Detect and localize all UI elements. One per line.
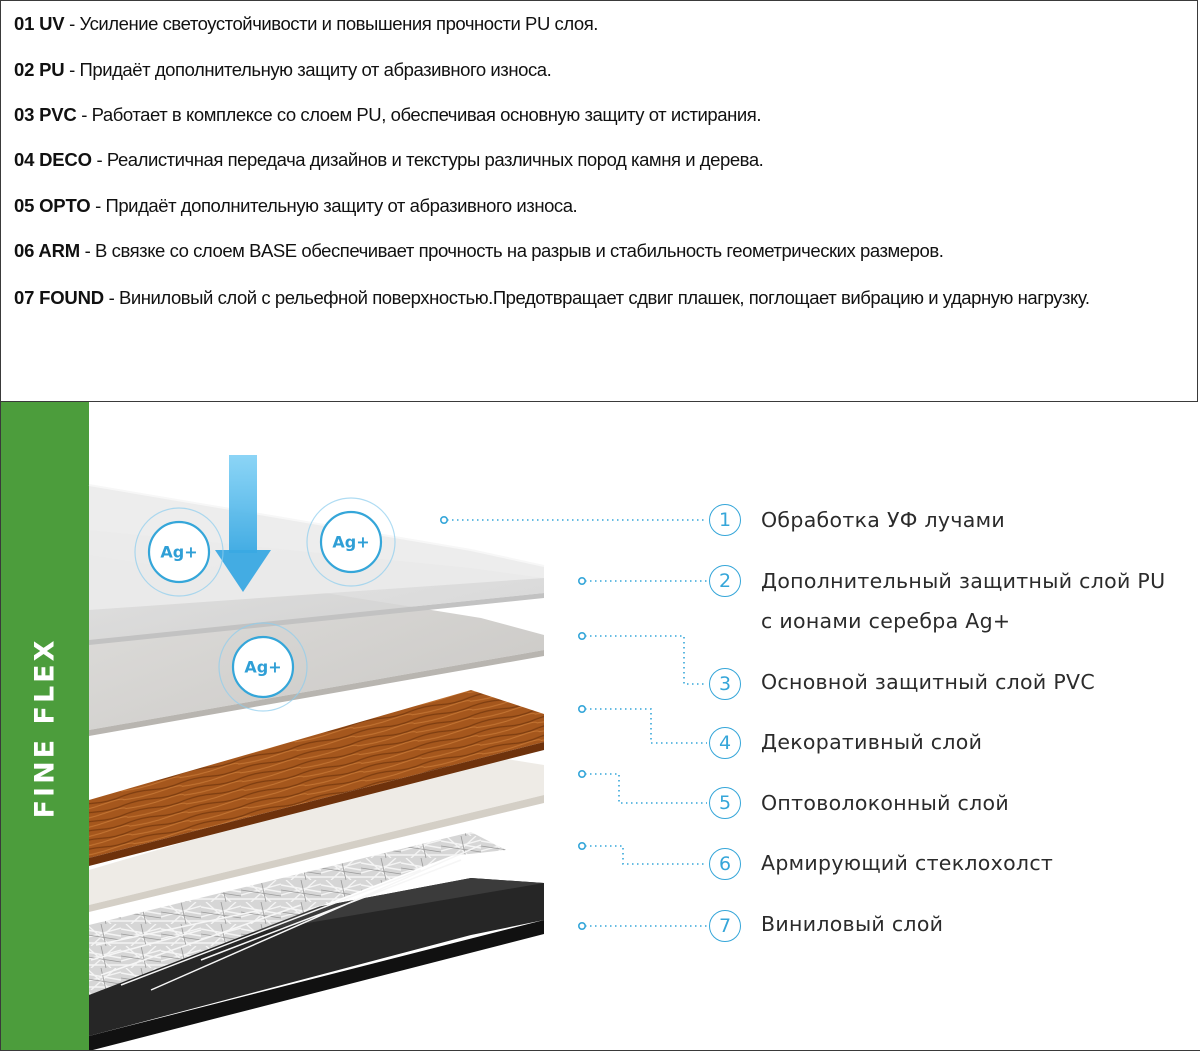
fiberglass-layer bbox=[89, 832, 506, 995]
vinyl-layer bbox=[89, 878, 544, 1036]
layer-code: 03 PVC bbox=[14, 104, 77, 125]
layer-description: - Усиление светоустойчивости и повышения… bbox=[64, 13, 598, 34]
callout-label: Основной защитный слой PVC bbox=[761, 670, 1095, 694]
silver-ion-icon bbox=[134, 507, 224, 597]
silver-ion-icon bbox=[306, 497, 396, 587]
description-line-opto: 05 OPTO - Придаёт дополнительную защиту … bbox=[14, 195, 578, 217]
callout-number: 3 bbox=[709, 668, 741, 700]
layer-structure-diagram: FINE FLEX Ag+ Ag+ Ag+ 1 2 3 4 5 6 7 Обра… bbox=[0, 402, 1200, 1051]
layer-description: - Придаёт дополнительную защиту от абраз… bbox=[64, 59, 552, 80]
callout-label-line2: с ионами серебра Ag+ bbox=[761, 609, 1011, 633]
callout-label: Обработка УФ лучами bbox=[761, 508, 1005, 532]
description-line-uv: 01 UV - Усиление светоустойчивости и пов… bbox=[14, 13, 598, 35]
description-line-pvc: 03 PVC - Работает в комплексе со слоем P… bbox=[14, 104, 761, 126]
layer-code: 05 OPTO bbox=[14, 195, 91, 216]
leader-lines bbox=[447, 519, 707, 927]
callout-label: Декоративный слой bbox=[761, 730, 983, 754]
opto-layer bbox=[89, 755, 544, 905]
layer-description: - Работает в комплексе со слоем PU, обес… bbox=[76, 104, 762, 125]
silver-ion-icon bbox=[218, 622, 308, 712]
callout-label: Виниловый слой bbox=[761, 912, 944, 936]
decorative-layer bbox=[89, 690, 544, 858]
layer-code: 06 ARM bbox=[14, 240, 80, 261]
layer-stack-illustration bbox=[88, 455, 707, 1050]
description-line-deco: 04 DECO - Реалистичная передача дизайнов… bbox=[14, 149, 764, 171]
description-line-pu: 02 PU - Придаёт дополнительную защиту от… bbox=[14, 59, 552, 81]
callout-number: 2 bbox=[709, 565, 741, 597]
layer-description: - Придаёт дополнительную защиту от абраз… bbox=[90, 195, 578, 216]
callout-number: 7 bbox=[709, 910, 741, 942]
callout-label: Дополнительный защитный слой PU bbox=[761, 569, 1166, 593]
leader-anchors bbox=[439, 515, 586, 930]
layer-description-panel: 01 UV - Усиление светоустойчивости и пов… bbox=[0, 0, 1198, 402]
brand-name: FINE FLEX bbox=[29, 637, 61, 819]
layer-description: - В связке со слоем BASE обеспечивает пр… bbox=[79, 240, 944, 261]
layer-code: 07 FOUND bbox=[14, 287, 104, 308]
layer-description: - Виниловый слой с рельефной поверхность… bbox=[103, 287, 1090, 308]
layer-description: - Реалистичная передача дизайнов и текст… bbox=[91, 149, 764, 170]
layer-code: 04 DECO bbox=[14, 149, 92, 170]
silver-ion-label: Ag+ bbox=[244, 657, 282, 677]
callout-number: 6 bbox=[709, 848, 741, 880]
layer-code: 01 UV bbox=[14, 13, 65, 34]
uv-arrow-icon bbox=[215, 455, 271, 592]
brand-sidebar bbox=[1, 402, 89, 1050]
callout-number: 1 bbox=[709, 504, 741, 536]
description-line-arm: 06 ARM - В связке со слоем BASE обеспечи… bbox=[14, 240, 944, 262]
callout-number: 5 bbox=[709, 787, 741, 819]
uv-layer bbox=[89, 485, 544, 610]
silver-ion-label: Ag+ bbox=[332, 532, 370, 552]
callout-label: Оптоволоконный слой bbox=[761, 791, 1009, 815]
silver-ion-label: Ag+ bbox=[160, 542, 198, 562]
layer-code: 02 PU bbox=[14, 59, 65, 80]
callout-label: Армирующий стеклохолст bbox=[761, 851, 1054, 875]
description-line-found: 07 FOUND - Виниловый слой с рельефной по… bbox=[14, 287, 1090, 309]
callout-number: 4 bbox=[709, 727, 741, 759]
